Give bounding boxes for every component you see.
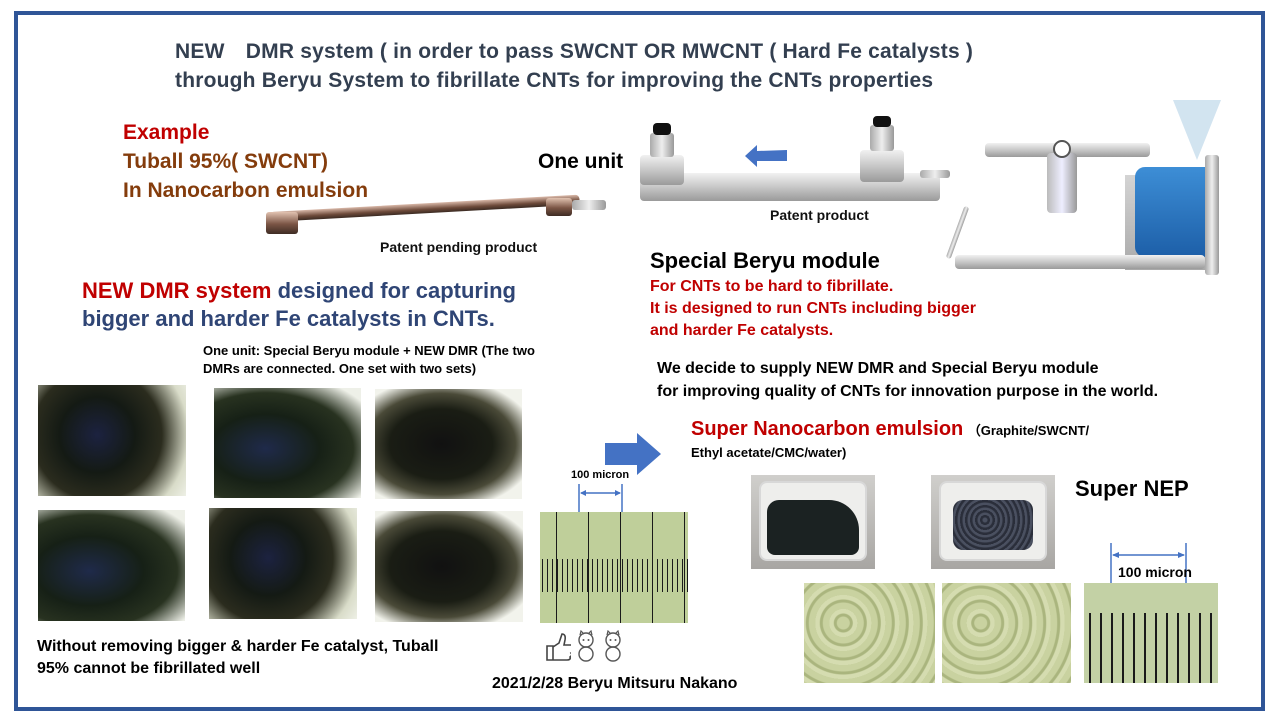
outlet-line: [1205, 155, 1219, 275]
beryu-desc-line-1: For CNTs to be hard to fibrillate.: [650, 278, 894, 295]
micrograph-after-2: [942, 583, 1071, 683]
example-material: Tuball 95%( SWCNT): [123, 150, 328, 173]
black-emulsion: [767, 500, 859, 555]
tee-right: [860, 150, 904, 182]
thumbs-up-icon: [546, 633, 571, 661]
scale-label-2: 100 micron: [1118, 564, 1192, 580]
beryu-module-desc: For CNTs to be hard to fibrillate. It is…: [650, 276, 976, 342]
beryu-desc-line-2: It is designed to run CNTs including big…: [650, 300, 976, 317]
cap-right: [873, 116, 891, 127]
example-medium: In Nanocarbon emulsion: [123, 179, 369, 202]
scale-arrow-2-icon: [1110, 543, 1187, 585]
beryu-desc-line-3: and harder Fe catalysts.: [650, 322, 834, 339]
dmr-rod-image: [266, 190, 606, 240]
slide-frame: [14, 11, 1265, 711]
dmr-head-red: NEW DMR system: [82, 278, 272, 303]
micrograph-before-1: [38, 385, 186, 496]
rod-connector: [572, 200, 606, 210]
note-line-2: DMRs are connected. One set with two set…: [203, 361, 477, 376]
micrograph-before-4: [38, 510, 185, 621]
sne-composition-2: Ethyl acetate/CMC/water): [691, 445, 847, 460]
decision-line-1: We decide to supply NEW DMR and Special …: [657, 360, 1099, 377]
dmr-system-heading: NEW DMR system designed for capturing bi…: [82, 277, 516, 333]
scale-arrow-1-icon: [578, 484, 623, 514]
slide-title: NEW DMR system ( in order to pass SWCNT …: [175, 37, 973, 95]
fitting-left: [650, 133, 674, 157]
micrograph-after-1: [804, 583, 935, 683]
tee-left: [640, 155, 684, 185]
rod-caption: Patent pending product: [380, 239, 538, 255]
one-unit-note: One unit: Special Beryu module + NEW DMR…: [203, 342, 535, 378]
pipe-caption: Patent product: [770, 207, 869, 223]
rod-cap-right: [546, 198, 572, 216]
dmr-head-rest: designed for capturing: [271, 278, 516, 303]
title-line-2: through Beryu System to fibrillate CNTs …: [175, 69, 934, 92]
arrow-left-icon: [745, 145, 787, 167]
super-nanocarbon-heading: Super Nanocarbon emulsion （Graphite/SWCN…: [691, 418, 1089, 464]
micrograph-before-5: [209, 508, 357, 619]
scale-micrograph-2: [1084, 583, 1218, 683]
rod-cap-left: [266, 212, 298, 234]
one-unit-label: One unit: [538, 150, 624, 173]
pressure-gauge: [1053, 140, 1071, 158]
scale-ticks-2: [1084, 613, 1218, 683]
beryu-module-title: Special Beryu module: [650, 248, 880, 273]
pipe-outlet: [920, 170, 950, 178]
beryu-module-image: [945, 95, 1275, 290]
conclusion-line-1: Without removing bigger & harder Fe cata…: [37, 638, 439, 655]
sne-title: Super Nanocarbon emulsion: [691, 418, 964, 440]
scale-micrograph-1: [540, 512, 688, 623]
micrograph-before-6: [375, 511, 523, 622]
conclusion-note: Without removing bigger & harder Fe cata…: [37, 636, 438, 680]
micrograph-before-2: [214, 388, 361, 498]
lucky-cat-icon: [605, 630, 621, 662]
lucky-cat-icon: [578, 630, 594, 662]
example-block: Example Tuball 95%( SWCNT) In Nanocarbon…: [123, 118, 368, 205]
scale-ticks: [540, 558, 688, 592]
rod-body: [269, 194, 580, 222]
emoji-row: [545, 630, 625, 662]
pipe-assembly-image: [620, 115, 950, 215]
note-line-1: One unit: Special Beryu module + NEW DMR…: [203, 343, 535, 358]
fitting-right: [870, 125, 894, 151]
super-nep-label: Super NEP: [1075, 476, 1189, 501]
decision-line-2: for improving quality of CNTs for innova…: [657, 383, 1159, 400]
title-line-1: NEW DMR system ( in order to pass SWCNT …: [175, 40, 974, 63]
dmr-head-line-2: bigger and harder Fe catalysts in CNTs.: [82, 306, 495, 331]
signature: 2021/2/28 Beryu Mitsuru Nakano: [492, 675, 738, 692]
cap-left: [653, 123, 671, 135]
example-label: Example: [123, 121, 210, 144]
micrograph-before-3: [375, 389, 522, 499]
emulsion-container-photo: [751, 475, 875, 569]
inlet-nozzle: [945, 205, 970, 260]
bottom-line: [955, 255, 1205, 269]
sne-composition-1: （Graphite/SWCNT/: [967, 423, 1090, 438]
scale-label-1: 100 micron: [571, 469, 630, 481]
filter-regulator: [1047, 153, 1077, 213]
conclusion-line-2: 95% cannot be fibrillated well: [37, 660, 261, 677]
nep-flakes: [953, 500, 1033, 550]
decision-statement: We decide to supply NEW DMR and Special …: [657, 357, 1158, 403]
arrow-right-icon: [605, 433, 661, 475]
funnel: [1173, 100, 1221, 160]
blue-pump: [1135, 167, 1215, 257]
nep-container-photo: [931, 475, 1055, 569]
